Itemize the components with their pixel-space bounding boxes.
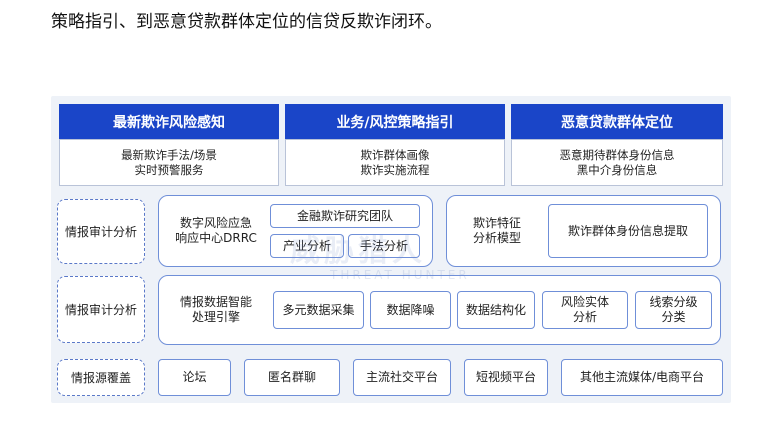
method-analysis-tag: 手法分析	[348, 234, 420, 258]
source-anonymous-chat-tag: 匿名群聊	[244, 359, 340, 396]
column-header-risk-perception: 最新欺诈风险感知	[59, 104, 279, 139]
risk-entity-tag: 风险实体 分析	[542, 291, 628, 329]
data-engine-line: 情报数据智能	[179, 295, 252, 309]
denoise-tag: 数据降噪	[370, 291, 451, 329]
column-header-strategy-guidance: 业务/风控策略指引	[285, 104, 505, 139]
row-label-analysis-2: 情报审计分析	[57, 276, 145, 343]
column-body-group-location: 恶意期待群体身份信息 黑中介身份信息	[511, 139, 723, 186]
fraud-model-center-text: 欺诈特征 分析模型	[452, 203, 542, 259]
source-forum-tag: 论坛	[158, 359, 231, 396]
fraud-model-line: 分析模型	[472, 231, 521, 245]
column-line: 黑中介身份信息	[576, 162, 658, 177]
column-body-strategy-guidance: 欺诈群体画像 欺诈实施流程	[285, 139, 505, 186]
column-line: 欺诈实施流程	[360, 162, 430, 177]
risk-entity-line: 风险实体	[560, 295, 609, 309]
drrc-line: 响应中心DRRC	[175, 231, 257, 245]
column-header-group-location: 恶意贷款群体定位	[511, 104, 723, 139]
clue-grading-line: 线索分级	[649, 295, 698, 309]
clue-grading-line: 分类	[661, 310, 686, 324]
structuring-tag: 数据结构化	[457, 291, 535, 329]
data-engine-line: 处理引擎	[191, 310, 240, 324]
drrc-center-text: 数字风险应急 响应中心DRRC	[166, 203, 266, 259]
source-social-platform-tag: 主流社交平台	[353, 359, 451, 396]
row-label-source-coverage: 情报源覆盖	[57, 359, 145, 396]
page-heading: 策略指引、到恶意贷款群体定位的信贷反欺诈闭环。	[51, 12, 442, 32]
fraud-research-team-tag: 金融欺诈研究团队	[270, 204, 420, 228]
identity-extract-tag: 欺诈群体身份信息提取	[548, 204, 708, 258]
column-body-risk-perception: 最新欺诈手法/场景 实时预警服务	[59, 139, 279, 186]
fraud-model-line: 欺诈特征	[472, 216, 521, 230]
risk-entity-line: 分析	[572, 310, 597, 324]
clue-grading-tag: 线索分级 分类	[635, 291, 712, 329]
data-engine-center-text: 情报数据智能 处理引擎	[166, 282, 266, 338]
column-line: 最新欺诈手法/场景	[121, 147, 217, 162]
source-short-video-tag: 短视频平台	[464, 359, 548, 396]
drrc-line: 数字风险应急	[179, 216, 252, 230]
multi-source-collection-tag: 多元数据采集	[273, 291, 364, 329]
column-line: 恶意期待群体身份信息	[559, 147, 675, 162]
column-line: 欺诈群体画像	[360, 147, 430, 162]
row-label-analysis-1: 情报审计分析	[57, 199, 145, 264]
column-line: 实时预警服务	[134, 162, 204, 177]
source-other-media-tag: 其他主流媒体/电商平台	[561, 359, 723, 396]
industry-analysis-tag: 产业分析	[270, 234, 344, 258]
